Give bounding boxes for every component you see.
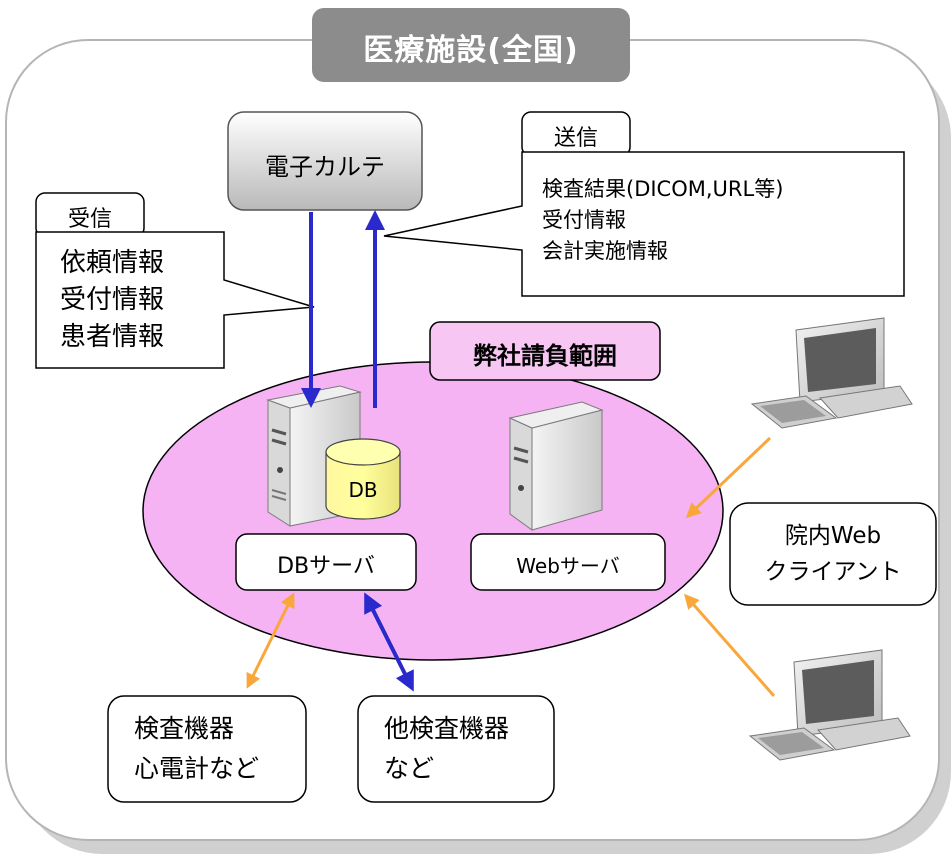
web-server-label: Webサーバ (516, 554, 620, 578)
receive-items: 依頼情報 受付情報 患者情報 (60, 245, 164, 356)
db-server-box (235, 533, 417, 591)
arrow-pc-bottom-to-web (684, 593, 776, 697)
receive-item: 患者情報 (60, 322, 165, 352)
device-1-line: 検査機器 (134, 714, 235, 743)
emr-label: 電子カルテ (265, 153, 385, 181)
web-server-icon (508, 401, 604, 531)
emr-box (227, 111, 423, 211)
web-server-box (470, 533, 666, 591)
web-client-label: 院内Web クライアント (730, 518, 936, 590)
receive-callout (35, 231, 315, 369)
web-client-line: クライアント (764, 559, 902, 585)
send-items: 検査結果(DICOM,URL等) 受付情報 会計実施情報 (542, 174, 783, 267)
device-box-2 (357, 695, 555, 803)
receive-item: 受付情報 (60, 285, 165, 315)
send-item: 受付情報 (542, 208, 626, 232)
device-1-line: 心電計など (134, 754, 260, 783)
send-item: 検査結果(DICOM,URL等) (542, 177, 784, 201)
title-badge (312, 8, 630, 82)
receive-label: 受信 (67, 207, 112, 232)
arrow-pc-top-to-web (685, 436, 772, 519)
receive-item: 依頼情報 (60, 248, 165, 278)
send-item: 会計実施情報 (542, 239, 668, 263)
scope-ellipse (142, 361, 724, 661)
device-2-label: 他検査機器 など (384, 709, 509, 789)
pc-icon-top (750, 317, 913, 429)
db-server-label: DBサーバ (277, 554, 375, 579)
arrow-db-devices (246, 592, 295, 689)
send-label: 送信 (553, 126, 598, 151)
device-2-line: 他検査機器 (384, 714, 510, 743)
web-client-box (729, 502, 937, 606)
device-2-line: など (384, 754, 435, 783)
device-box-1 (107, 695, 307, 803)
pc-icon-bottom (748, 649, 911, 761)
scope-label: 弊社請負範囲 (473, 342, 617, 370)
scope-badge (429, 321, 661, 381)
db-label: DB (348, 478, 378, 502)
db-cylinder-icon (325, 438, 401, 520)
web-client-line: 院内Web (784, 523, 882, 549)
device-1-label: 検査機器 心電計など (134, 709, 259, 789)
send-callout (383, 151, 905, 297)
arrow-db-other-devices (364, 592, 414, 692)
page-title: 医療施設(全国) (363, 33, 579, 68)
